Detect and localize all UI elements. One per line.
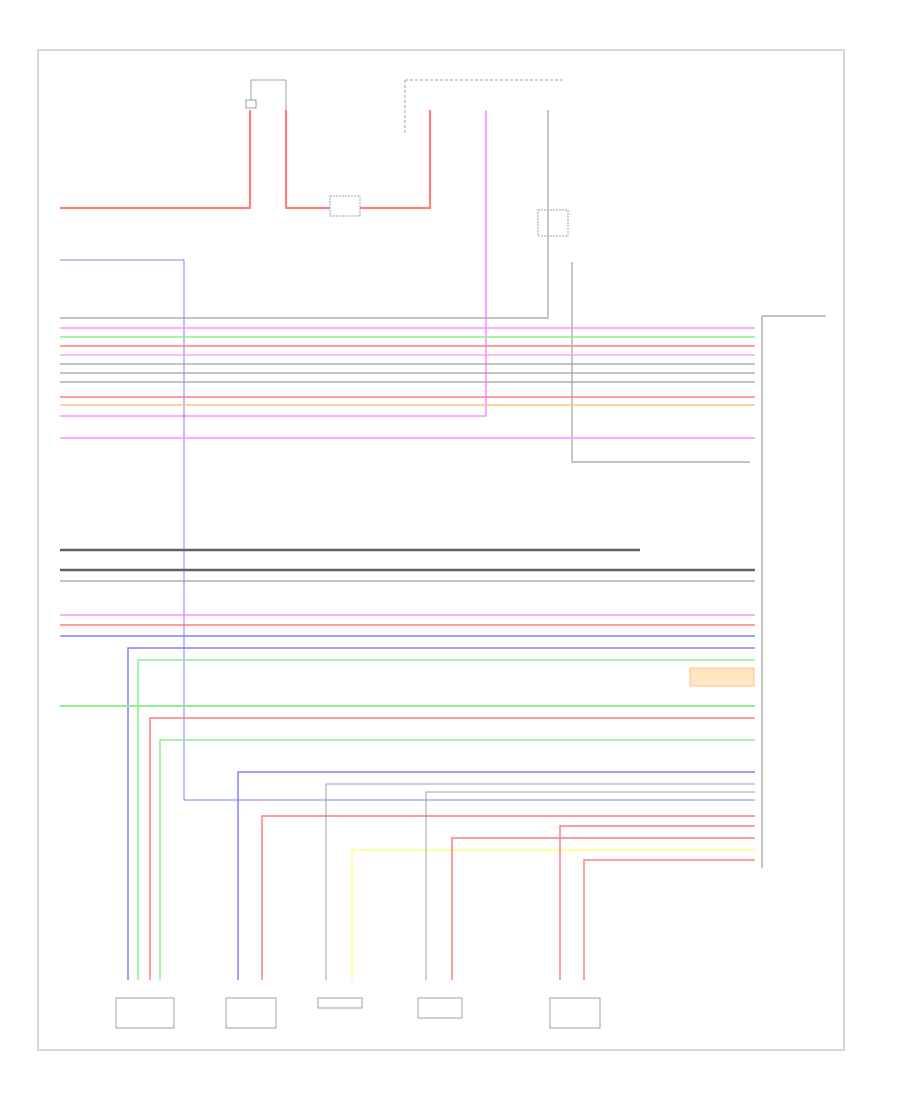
source-dashed-top	[404, 79, 565, 135]
diagram-frame	[37, 49, 845, 1051]
wire-gray-top	[60, 110, 750, 463]
bus-middle	[60, 548, 755, 637]
wire-red-top	[60, 110, 432, 210]
wire-pink-top	[60, 110, 487, 417]
harness-splice	[689, 667, 755, 687]
connector-4	[417, 997, 463, 1019]
relay-right	[537, 209, 569, 237]
fuse-top-left	[245, 79, 287, 110]
connector-1	[115, 997, 175, 1029]
connector-5	[549, 997, 601, 1029]
relay-top	[329, 195, 361, 217]
wire-drops	[60, 647, 755, 980]
wire-blue-top	[60, 259, 755, 801]
bus-upper	[60, 327, 755, 439]
connector-2	[225, 997, 277, 1029]
connector-3	[317, 997, 363, 1009]
control-module	[761, 315, 826, 868]
